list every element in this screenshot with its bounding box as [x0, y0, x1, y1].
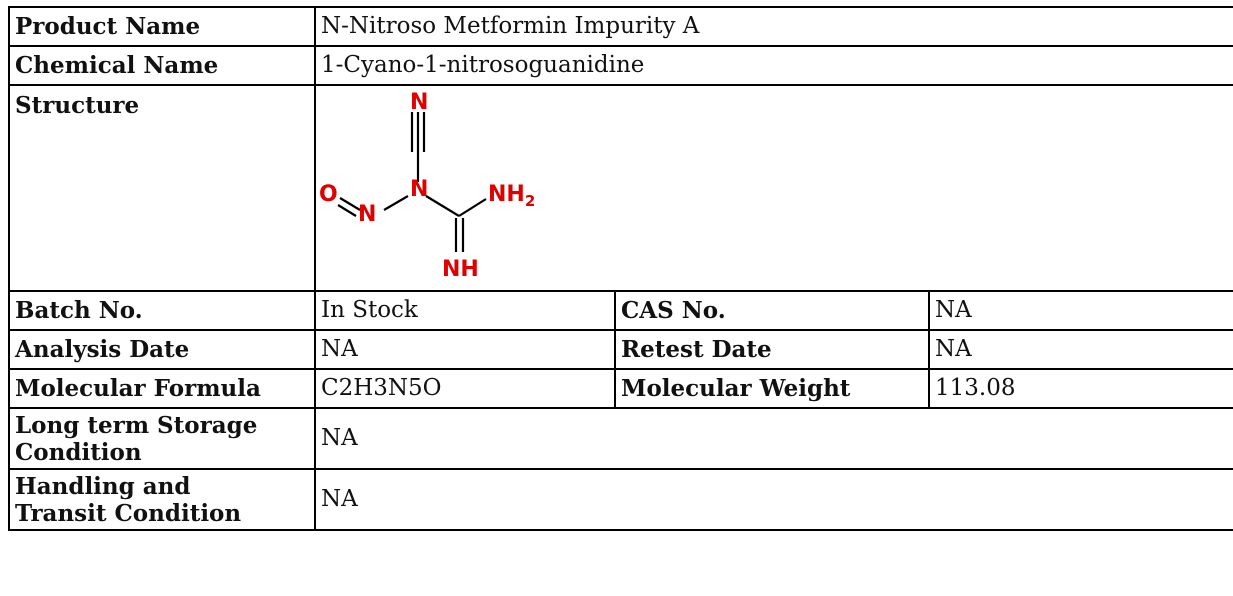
- batch-value: In Stock: [314, 290, 616, 331]
- row-formula-weight: Molecular Formula C2H3N5O Molecular Weig…: [8, 368, 1233, 409]
- atom-n-top: N: [410, 90, 428, 115]
- storage-label-line2: Condition: [15, 438, 142, 466]
- atom-nh2-main: NH: [488, 182, 525, 207]
- chemical-name-label: Chemical Name: [8, 45, 316, 86]
- row-handling: Handling and Transit Condition NA: [8, 468, 1233, 531]
- handling-label-line1: Handling and: [15, 472, 191, 500]
- analysis-date-value: NA: [314, 329, 616, 370]
- bond-cguan-nh2: [458, 198, 487, 217]
- row-chemical-name: Chemical Name 1-Cyano-1-nitrosoguanidine: [8, 45, 1233, 86]
- cas-label: CAS No.: [614, 290, 930, 331]
- batch-label: Batch No.: [8, 290, 316, 331]
- handling-label: Handling and Transit Condition: [8, 468, 316, 531]
- retest-date-value: NA: [928, 329, 1233, 370]
- product-name-value: N-Nitroso Metformin Impurity A: [314, 6, 1233, 47]
- formula-label: Molecular Formula: [8, 368, 316, 409]
- retest-date-label: Retest Date: [614, 329, 930, 370]
- storage-label-line1: Long term Storage: [15, 411, 258, 439]
- bond-n-nnitroso: [383, 195, 409, 211]
- atom-n-nitroso: N: [358, 202, 376, 227]
- storage-label: Long term Storage Condition: [8, 407, 316, 470]
- product-name-label: Product Name: [8, 6, 316, 47]
- structure-cell: N O N N NH2 NH: [314, 84, 1233, 292]
- row-dates: Analysis Date NA Retest Date NA: [8, 329, 1233, 370]
- handling-label-line2: Transit Condition: [15, 499, 242, 527]
- structure-diagram: N O N N NH2 NH: [317, 87, 556, 286]
- bond-n-o-1: [339, 197, 361, 211]
- row-structure: Structure: [8, 84, 1233, 292]
- formula-value: C2H3N5O: [314, 368, 616, 409]
- row-storage: Long term Storage Condition NA: [8, 407, 1233, 470]
- structure-svg: N O N N NH2 NH: [319, 90, 535, 282]
- row-product-name: Product Name N-Nitroso Metformin Impurit…: [8, 6, 1233, 47]
- storage-value: NA: [314, 407, 1233, 470]
- chemical-name-value: 1-Cyano-1-nitrosoguanidine: [314, 45, 1233, 86]
- atom-o: O: [319, 182, 338, 207]
- handling-value: NA: [314, 468, 1233, 531]
- weight-label: Molecular Weight: [614, 368, 930, 409]
- row-batch-cas: Batch No. In Stock CAS No. NA: [8, 290, 1233, 331]
- structure-label: Structure: [8, 84, 316, 292]
- bonds: [337, 112, 487, 252]
- atom-nh2-sub: 2: [525, 192, 535, 210]
- atom-n-center: N: [410, 177, 428, 202]
- product-spec-table: Product Name N-Nitroso Metformin Impurit…: [8, 6, 1233, 531]
- analysis-date-label: Analysis Date: [8, 329, 316, 370]
- weight-value: 113.08: [928, 368, 1233, 409]
- bond-n-o-2: [337, 204, 357, 217]
- cas-value: NA: [928, 290, 1233, 331]
- atom-nh: NH: [442, 257, 479, 282]
- bond-n-cguan: [425, 195, 460, 217]
- atom-nh2: NH2: [488, 182, 535, 210]
